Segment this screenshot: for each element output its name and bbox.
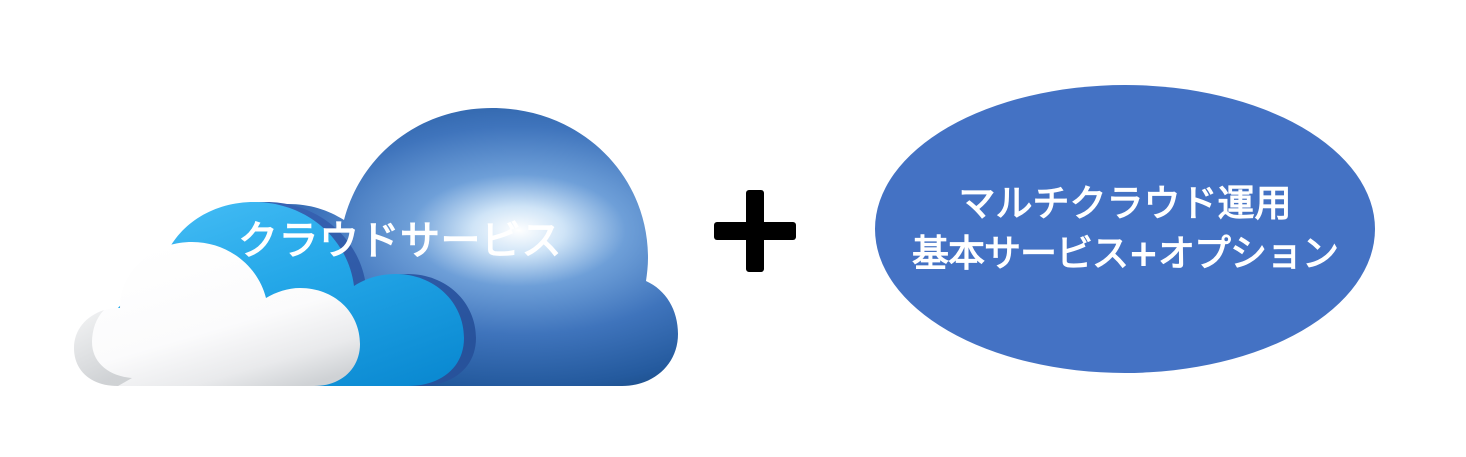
plus-icon bbox=[714, 190, 796, 272]
cloud-graphic: クラウドサービス bbox=[60, 90, 700, 390]
ellipse-line-1: マルチクラウド運用 bbox=[958, 182, 1292, 226]
ellipse-text-block: マルチクラウド運用 基本サービス+オプション bbox=[875, 179, 1375, 279]
cloud-service-label: クラウドサービス bbox=[238, 218, 562, 264]
front-cloud-white bbox=[74, 242, 360, 386]
cloud-illustration-svg bbox=[74, 108, 678, 386]
ellipse-line-2: 基本サービス+オプション bbox=[911, 232, 1339, 275]
plus-operator bbox=[712, 188, 798, 274]
service-ellipse: マルチクラウド運用 基本サービス+オプション bbox=[875, 85, 1375, 373]
